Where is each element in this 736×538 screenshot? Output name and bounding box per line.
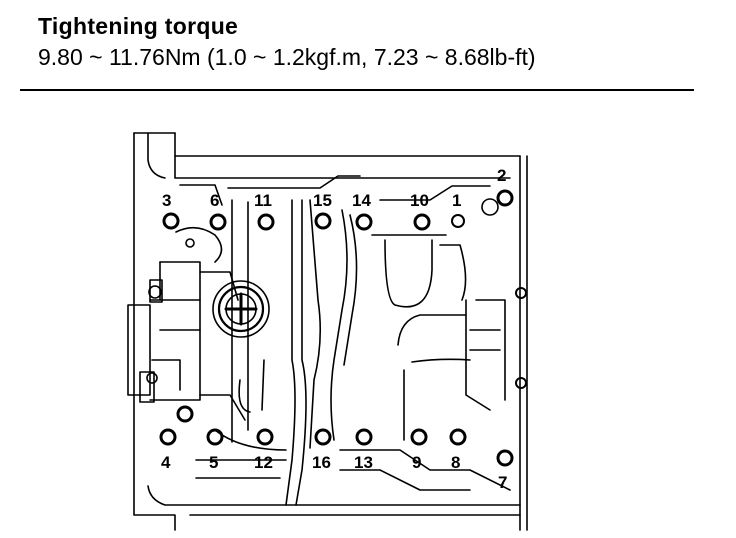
bolt-circle-15 xyxy=(314,212,332,230)
oil-pump-assembly xyxy=(127,226,246,421)
bolt-circle-11 xyxy=(257,213,275,231)
bolt-label-13: 13 xyxy=(354,453,373,472)
spec-title: Tightening torque xyxy=(38,13,239,39)
bolt-circle-extra-a xyxy=(176,405,194,423)
spec-value: 9.80 ~ 11.76Nm (1.0 ~ 1.2kgf.m, 7.23 ~ 8… xyxy=(38,44,536,70)
bolt-circle-extra-b xyxy=(515,287,527,299)
header-divider xyxy=(20,89,694,91)
bolt-label-1: 1 xyxy=(452,191,461,210)
bolt-label-15: 15 xyxy=(313,191,332,210)
bolt-circle-4 xyxy=(159,428,177,446)
bolt-circle-extra-c xyxy=(515,377,527,389)
bolt-circle-10 xyxy=(413,213,431,231)
bolt-label-4: 4 xyxy=(161,453,171,472)
bolt-label-11: 11 xyxy=(254,191,272,210)
bolt-circle-16 xyxy=(314,428,332,446)
bolt-label-7: 7 xyxy=(498,473,507,492)
bolt-markers xyxy=(159,189,527,467)
bolt-label-14: 14 xyxy=(352,191,371,210)
housing-ribs xyxy=(159,175,511,506)
bolt-circle-3 xyxy=(162,212,180,230)
bolt-label-9: 9 xyxy=(412,453,421,472)
bolt-circle-1 xyxy=(451,214,465,228)
torque-spec: Tightening torque 9.80 ~ 11.76Nm (1.0 ~ … xyxy=(38,12,536,72)
bolt-label-10: 10 xyxy=(410,191,429,210)
bolt-label-5: 5 xyxy=(209,453,218,472)
bolt-circle-12 xyxy=(256,428,274,446)
bolt-circle-7 xyxy=(496,449,514,467)
oil-filter-cap xyxy=(212,280,270,338)
bolt-label-6: 6 xyxy=(210,191,219,210)
bolt-label-16: 16 xyxy=(312,453,331,472)
bolt-circle-extra-d xyxy=(185,238,195,248)
bolt-label-2: 2 xyxy=(497,166,506,185)
bolt-circle-8 xyxy=(449,428,467,446)
bolt-label-12: 12 xyxy=(254,453,273,472)
bolt-circle-6 xyxy=(209,213,227,231)
bolt-circle-5 xyxy=(206,428,224,446)
bolt-circle-14 xyxy=(355,213,373,231)
bolt-labels: 1 2 3 4 5 6 7 8 9 10 11 12 13 14 15 16 xyxy=(161,166,507,492)
bolt-circle-9 xyxy=(410,428,428,446)
bolt-circle-13 xyxy=(355,428,373,446)
bolt-label-3: 3 xyxy=(162,191,171,210)
bolt-circle-2 xyxy=(481,189,514,216)
bolt-label-8: 8 xyxy=(451,453,460,472)
housing-outline xyxy=(133,132,528,531)
